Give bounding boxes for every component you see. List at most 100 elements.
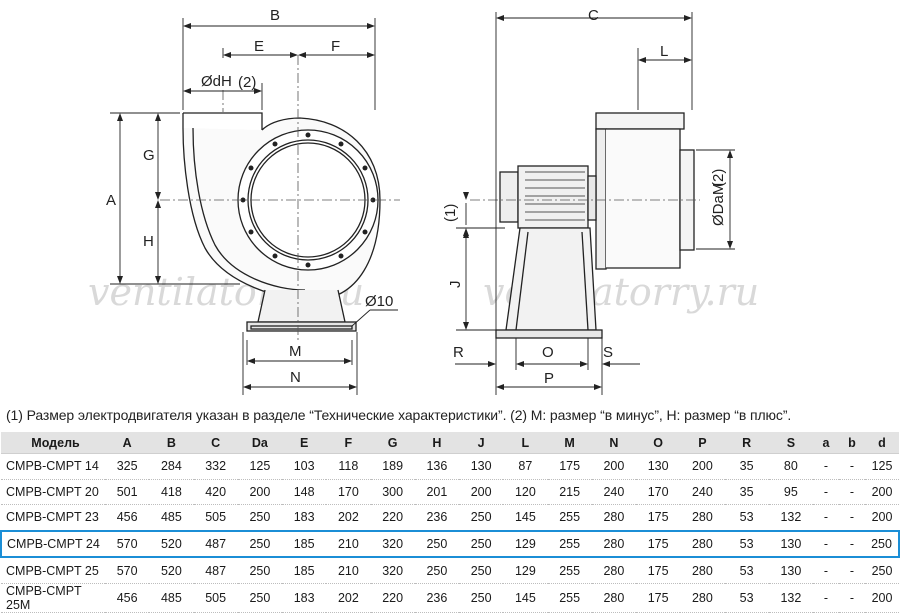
column-header: J	[459, 432, 504, 454]
value-cell: 250	[459, 583, 504, 613]
dim-n-label: N	[290, 369, 301, 386]
value-cell: 130	[459, 453, 504, 480]
model-cell: CMPB-CMPT 25	[1, 557, 105, 584]
value-cell: 53	[724, 583, 769, 613]
value-cell: 87	[503, 453, 548, 480]
fan-dimension-drawing: ventilatorry.ru ventilatorry.ru	[88, 7, 759, 395]
value-cell: 487	[193, 557, 238, 584]
dim-b-label: B	[270, 7, 280, 24]
value-cell: 125	[237, 453, 282, 480]
value-cell: 255	[547, 583, 592, 613]
model-cell: CMPB-CMPT 23	[1, 504, 105, 532]
value-cell: 250	[459, 557, 504, 584]
column-header: G	[370, 432, 415, 454]
value-cell: 175	[636, 529, 681, 559]
side-view	[495, 112, 695, 339]
dim-p-label: P	[544, 370, 554, 387]
value-cell: -	[839, 583, 865, 613]
value-cell: 183	[282, 583, 327, 613]
value-cell: 250	[865, 529, 900, 559]
column-header: N	[591, 432, 636, 454]
value-cell: 487	[193, 529, 238, 559]
value-cell: 280	[591, 583, 636, 613]
dim-h-label: H	[143, 233, 154, 250]
value-cell: 200	[591, 453, 636, 480]
column-header: O	[636, 432, 681, 454]
value-cell: 236	[414, 583, 459, 613]
value-cell: 53	[724, 557, 769, 584]
value-cell: 175	[547, 453, 592, 480]
dim-hole-label: Ø10	[365, 293, 393, 310]
value-cell: 220	[370, 504, 415, 532]
value-cell: 132	[768, 504, 813, 532]
footnote: (1) Размер электродвигателя указан в раз…	[6, 407, 792, 423]
column-header: L	[503, 432, 548, 454]
value-cell: 170	[326, 479, 371, 506]
dim-dam-label: ØDaM	[710, 183, 727, 226]
value-cell: 280	[591, 529, 636, 559]
value-cell: 520	[149, 529, 194, 559]
value-cell: -	[813, 583, 839, 613]
value-cell: 280	[680, 583, 725, 613]
value-cell: 130	[768, 557, 813, 584]
value-cell: -	[813, 479, 839, 506]
value-cell: 200	[865, 504, 899, 532]
value-cell: 200	[680, 453, 725, 480]
value-cell: 53	[724, 529, 769, 559]
value-cell: 80	[768, 453, 813, 480]
value-cell: 148	[282, 479, 327, 506]
value-cell: 35	[724, 453, 769, 480]
dim-l-label: L	[660, 43, 668, 60]
value-cell: 485	[149, 504, 194, 532]
dim-dam-sub-label: (2)	[710, 169, 727, 187]
dim-s-label: S	[603, 344, 613, 361]
dim-j-label: J	[447, 281, 464, 289]
value-cell: 125	[865, 453, 899, 480]
value-cell: 250	[237, 583, 282, 613]
value-cell: 129	[503, 529, 548, 559]
value-cell: 420	[193, 479, 238, 506]
value-cell: 280	[680, 529, 725, 559]
value-cell: 220	[370, 583, 415, 613]
value-cell: 570	[105, 557, 150, 584]
value-cell: 255	[547, 529, 592, 559]
value-cell: 130	[768, 529, 813, 559]
value-cell: 200	[459, 479, 504, 506]
value-cell: 325	[105, 453, 150, 480]
column-header: Модель	[1, 432, 105, 454]
value-cell: 130	[636, 453, 681, 480]
value-cell: 250	[459, 529, 504, 559]
column-header: R	[724, 432, 769, 454]
column-header: M	[547, 432, 592, 454]
value-cell: 250	[865, 557, 899, 584]
column-header: b	[839, 432, 865, 454]
value-cell: 332	[193, 453, 238, 480]
column-header: d	[865, 432, 899, 454]
value-cell: 250	[459, 504, 504, 532]
column-header: C	[193, 432, 238, 454]
value-cell: 485	[149, 583, 194, 613]
dim-f-label: F	[331, 38, 340, 55]
column-header: S	[768, 432, 813, 454]
value-cell: 280	[591, 504, 636, 532]
value-cell: 145	[503, 583, 548, 613]
value-cell: 103	[282, 453, 327, 480]
value-cell: 505	[193, 504, 238, 532]
value-cell: 280	[680, 504, 725, 532]
value-cell: -	[839, 453, 865, 480]
model-cell: CMPB-CMPT 25M	[1, 583, 105, 613]
dim-e-label: E	[254, 38, 264, 55]
value-cell: 201	[414, 479, 459, 506]
value-cell: 255	[547, 557, 592, 584]
dim-g-label: G	[143, 147, 155, 164]
value-cell: -	[839, 479, 865, 506]
dim-note1-label: (1)	[442, 204, 459, 222]
model-cell: CMPB-CMPT 14	[1, 453, 105, 480]
value-cell: 300	[370, 479, 415, 506]
